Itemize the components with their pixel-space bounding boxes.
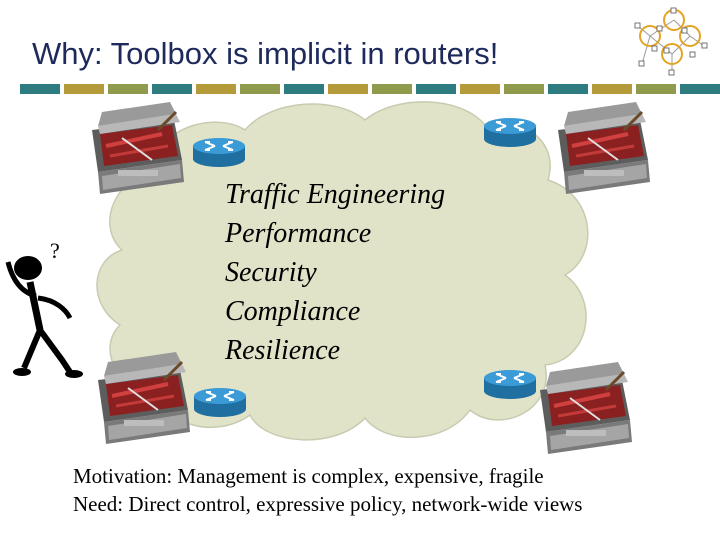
router-icon — [484, 370, 536, 399]
thinking-person-icon: ? — [8, 238, 83, 378]
need-line: Need: Direct control, expressive policy,… — [73, 490, 582, 518]
toolbox-icon — [92, 102, 184, 194]
router-icon — [194, 388, 246, 417]
svg-text:?: ? — [50, 238, 60, 263]
list-item: Compliance — [225, 292, 445, 331]
router-icon — [193, 138, 245, 167]
list-item: Security — [225, 253, 445, 292]
motivation-line: Motivation: Management is complex, expen… — [73, 462, 582, 490]
list-item: Traffic Engineering — [225, 175, 445, 214]
list-item: Performance — [225, 214, 445, 253]
toolbox-icon — [98, 352, 190, 444]
cloud-text-list: Traffic Engineering Performance Security… — [225, 175, 445, 370]
router-icon — [484, 118, 536, 147]
bottom-text: Motivation: Management is complex, expen… — [73, 462, 582, 518]
toolbox-icon — [540, 362, 632, 454]
list-item: Resilience — [225, 331, 445, 370]
toolbox-icon — [558, 102, 650, 194]
